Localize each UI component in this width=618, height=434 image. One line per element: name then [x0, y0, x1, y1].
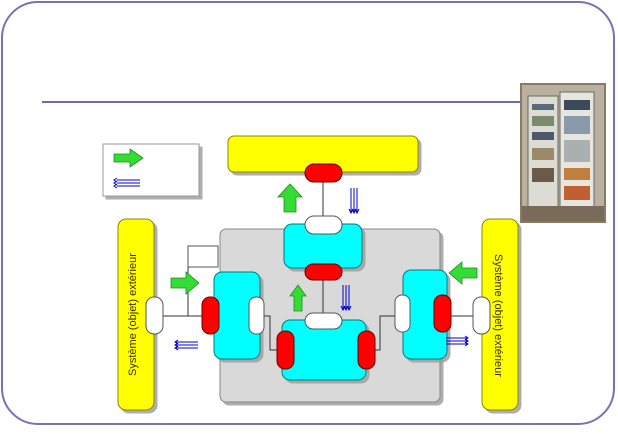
small-label-box [187, 245, 219, 268]
blue-signal-arrow-top [348, 188, 360, 215]
red-port-middle [304, 263, 343, 281]
legend-box [102, 143, 200, 197]
green-arrow-left-right [448, 261, 478, 285]
right-external-system-label: Système (objet) extérieur [492, 253, 504, 377]
green-arrow-icon [113, 148, 144, 168]
white-port-top [304, 215, 343, 235]
electrical-cabinet-photo [520, 83, 606, 223]
blue-signal-arrow-middle [340, 285, 352, 312]
left-external-system-label: Système (objet) extérieur [127, 253, 139, 377]
blue-signal-arrow-left [174, 339, 198, 351]
red-port-top [304, 163, 343, 183]
white-port-left-external [145, 296, 164, 335]
white-port-right-block [394, 294, 411, 333]
red-port-center-right [357, 330, 376, 370]
green-arrow-up-top [277, 183, 303, 213]
red-port-right [433, 294, 452, 333]
red-port-left [201, 296, 220, 335]
blue-signal-arrow-right [446, 335, 469, 347]
white-port-left-block [248, 296, 265, 335]
white-port-right-external [472, 296, 491, 335]
red-port-center-left [276, 330, 295, 370]
green-arrow-right-left [170, 271, 200, 295]
blue-triple-arrow-icon [113, 177, 140, 189]
white-port-center [304, 312, 343, 330]
legend [102, 143, 200, 197]
green-arrow-up-middle [289, 284, 307, 312]
